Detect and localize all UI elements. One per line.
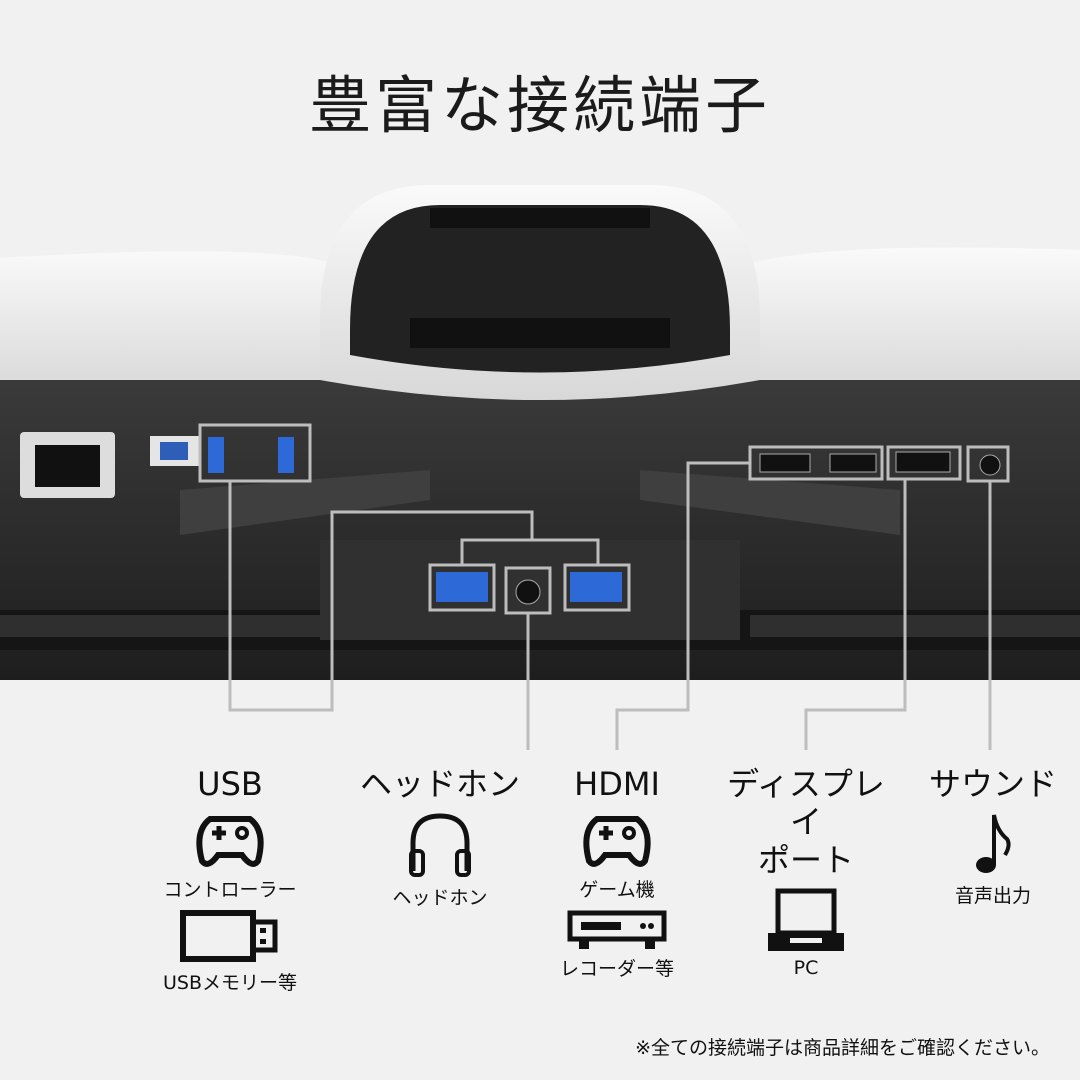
headphones-icon [409,813,471,877]
use-label: 音声出力 [954,885,1031,907]
connector-label: USB [197,765,263,803]
connector-displayport: ディスプレイ ポート PC [716,765,896,979]
connector-label: サウンド [928,765,1057,803]
use-label: USBメモリー等 [162,972,297,994]
use-label: コントローラー [163,879,297,901]
use-label: レコーダー等 [559,958,674,980]
connector-hdmi: HDMI ゲーム機 レコーダー等 [527,765,707,981]
connector-label-line2: ポート [757,841,854,879]
laptop-icon [768,888,844,951]
connector-label: ヘッドホン [359,765,520,803]
use-label: ゲーム機 [579,879,655,901]
gamepad-icon [196,816,264,867]
gamepad-icon [583,816,651,867]
recorder-icon [567,910,667,949]
connector-label: HDMI [574,765,660,803]
connector-usb: USB コントローラー USBメモリー等 [140,765,320,995]
callout-lines [198,423,1010,750]
connector-label-line1: ディスプレイ [727,765,885,841]
music-note-icon [976,814,1011,873]
use-label: PC [793,957,819,979]
footnote: ※全ての接続端子は商品詳細をご確認ください。 [635,1037,1050,1059]
connector-sound: サウンド 音声出力 [903,765,1080,908]
connector-headphone: ヘッドホン ヘッドホン [350,765,530,910]
page-title: 豊富な接続端子 [308,69,771,142]
usb-stick-icon [180,910,278,962]
use-label: ヘッドホン [392,887,488,909]
